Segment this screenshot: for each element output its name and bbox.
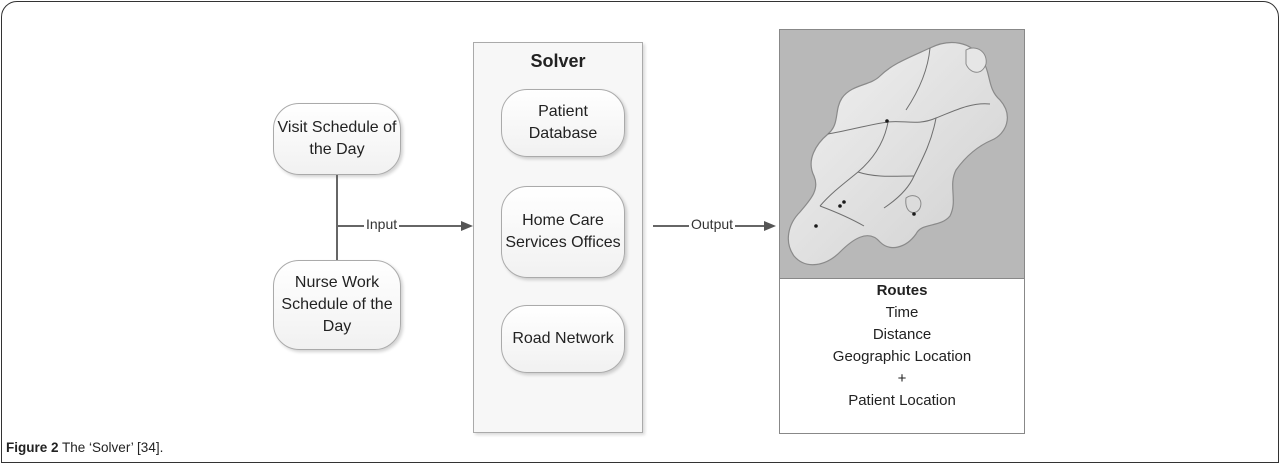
map-terrain [787,41,1008,266]
routes-item-geographic-location: Geographic Location [832,348,972,365]
patient-database-label: Patient Database [528,103,598,142]
figure-caption: Figure 2 The ‘Solver’ [34]. [6,440,163,455]
routes-output-list: Routes Time Distance Geographic Location… [780,280,1024,412]
route-map [780,30,1024,279]
home-care-offices-label: Home Care Services Offices [505,212,621,251]
patient-database-node: Patient Database [501,89,625,157]
routes-item-time: Time [885,304,919,321]
solver-title: Solver [530,51,586,71]
home-care-offices-node: Home Care Services Offices [501,186,625,278]
routes-item-plus: + [897,370,907,387]
input-arrowhead [461,221,473,231]
visit-schedule-label: Visit Schedule of the Day [277,119,397,158]
nurse-schedule-node: Nurse Work Schedule of the Day [273,260,401,350]
caption-text: The ‘Solver’ [34]. [62,440,164,455]
routes-title: Routes [876,282,928,299]
output-arrowhead [764,221,776,231]
road-network-label: Road Network [512,330,614,347]
road-network-node: Road Network [501,305,625,373]
nurse-schedule-label: Nurse Work Schedule of the Day [281,274,393,335]
caption-label: Figure 2 [6,440,59,455]
routes-item-patient-location: Patient Location [848,392,956,409]
routes-box: Routes Time Distance Geographic Location… [779,29,1025,434]
input-arrow-line [337,225,462,227]
visit-schedule-node: Visit Schedule of the Day [273,103,401,175]
output-edge-label: Output [689,216,736,232]
input-connector-vertical [336,175,338,260]
routes-item-distance: Distance [872,326,932,343]
input-edge-label: Input [364,216,400,232]
